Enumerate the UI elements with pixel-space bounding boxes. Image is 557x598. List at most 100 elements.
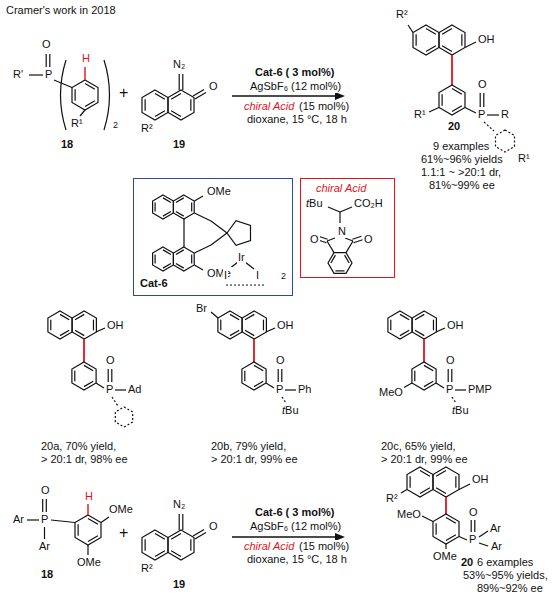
bond-line [163, 250, 171, 255]
bond-line [96, 328, 105, 332]
bond-line [479, 531, 488, 537]
bond-line [176, 198, 184, 203]
bond-line [400, 330, 409, 335]
bond-line [420, 488, 430, 494]
bond-line [60, 330, 69, 335]
bond-line [190, 99, 191, 110]
bond-line [426, 46, 436, 52]
scheme-text: Cat-6 ( 3 mol%) [254, 66, 335, 79]
parenthesis [104, 60, 110, 130]
atom-label: I [255, 269, 260, 282]
atom-label: O [208, 520, 219, 533]
bond-line [78, 524, 79, 535]
bond-line [49, 54, 50, 67]
atom-label: OH [276, 319, 295, 332]
bond-line [452, 89, 462, 95]
bond-line [51, 520, 75, 523]
arrow-head [335, 92, 345, 100]
bond-line [111, 369, 112, 382]
bond-line [27, 519, 39, 520]
bond-line [163, 212, 171, 217]
bond-line [445, 544, 446, 549]
bond-line [112, 397, 118, 406]
bond-line [436, 523, 437, 534]
bond-line [354, 240, 363, 243]
bond-line [182, 74, 183, 90]
bond-line [46, 54, 47, 67]
ring [173, 195, 194, 219]
atom-label: R² [395, 8, 409, 21]
ring [72, 311, 96, 339]
bond-line [211, 233, 227, 245]
bond-line [220, 320, 221, 331]
scheme-text: dioxane, 15 °C, 18 h [246, 113, 348, 126]
bond-line [176, 212, 184, 217]
atom-label: 19 [172, 578, 186, 591]
atom-label: R² [385, 492, 399, 505]
bond-line [245, 262, 254, 269]
atom-label: OMe [76, 556, 102, 569]
bond-line [451, 369, 452, 382]
bond-line [455, 476, 456, 487]
bond-line [285, 389, 296, 390]
bond-line [54, 80, 72, 88]
bond-line [266, 328, 275, 332]
atom-label: P [40, 513, 49, 526]
bond-line [115, 389, 126, 390]
bond-line [487, 114, 499, 115]
bond-line [60, 314, 69, 319]
atom-label: 18 [60, 138, 74, 151]
scheme-text: dioxane, 15 °C, 18 h [246, 553, 348, 566]
bond-line [442, 46, 452, 52]
atom-label: OH [477, 33, 496, 46]
atom-label: + [118, 524, 129, 542]
bond-line [339, 212, 340, 223]
bond-line [436, 488, 446, 494]
bond-line [483, 93, 484, 107]
atom-label: R² [140, 122, 154, 135]
bond-line [401, 490, 407, 494]
atom-label: I [223, 269, 228, 282]
atom-label: Ar [489, 522, 502, 535]
bond-line [245, 314, 254, 319]
bond-line [442, 29, 452, 35]
atom-label: Ar [12, 513, 25, 526]
scheme-text: AgSbF₆ (12 mol%) [249, 520, 342, 533]
bond-line [410, 476, 411, 487]
bond-line [211, 312, 218, 318]
atom-label: R¹ [517, 152, 531, 165]
bond-line [423, 339, 425, 362]
bond-line [176, 250, 184, 255]
bond-line [230, 314, 239, 319]
atom-label: OH [471, 473, 490, 486]
scheme-title: Cramer's work in 2018 [5, 4, 117, 17]
scheme-text: 20c, 65% yield, [380, 440, 457, 453]
bond-line [191, 254, 192, 263]
atom-label: + [118, 84, 129, 102]
bond-line [352, 236, 361, 239]
bond-line [436, 328, 445, 332]
ring [173, 247, 194, 271]
bond-line [328, 207, 340, 212]
scheme-text: > 20:1 dr, 99% ee [380, 453, 469, 466]
atom-label: 19 [172, 138, 186, 151]
atom-label: N [337, 225, 347, 238]
bond-line [193, 89, 204, 96]
atom-label: 20 [460, 556, 474, 569]
bond-line [46, 499, 47, 512]
bond-line [446, 535, 456, 541]
bond-line [448, 369, 449, 382]
bond-line [446, 518, 456, 524]
atom-label: Ar [490, 540, 503, 553]
bond-line [96, 383, 104, 388]
ring [412, 362, 436, 390]
bond-line [459, 537, 467, 541]
scheme-text: > 20:1 dr, 98% ee [40, 453, 129, 466]
scheme-text: 81%~99% ee [428, 179, 496, 192]
bond-line [29, 74, 43, 75]
bond-line [331, 255, 336, 263]
atom-label: MeO [378, 386, 404, 399]
bond-line [191, 202, 192, 211]
bond-line [471, 520, 472, 532]
bond-line [436, 471, 446, 477]
